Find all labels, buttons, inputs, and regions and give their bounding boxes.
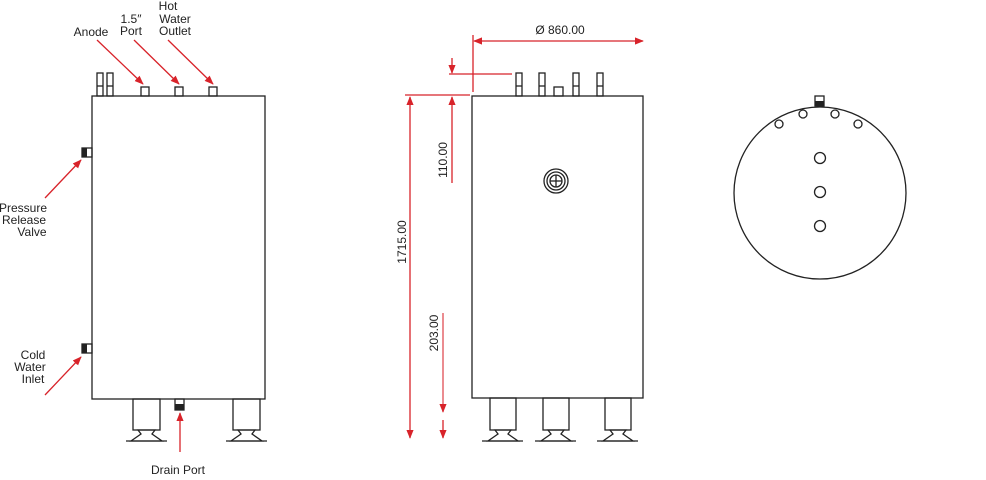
top-offset-value: 110.00 xyxy=(436,142,450,178)
anode-arrow xyxy=(96,39,144,85)
foot xyxy=(226,398,267,442)
diameter-value: Ø 860.00 xyxy=(535,23,585,37)
tank-outline xyxy=(733,106,907,280)
hot-water-arrow xyxy=(167,39,214,85)
anode-tubes xyxy=(96,72,114,97)
hot-water-label: Hot xyxy=(159,0,178,13)
cold-water-label: Cold xyxy=(21,348,46,362)
height-value: 1715.00 xyxy=(395,220,409,264)
port-1-5 xyxy=(174,86,184,97)
port-arrow xyxy=(133,39,180,85)
cold-water-inlet xyxy=(81,343,93,354)
pressure-label: Valve xyxy=(17,225,46,239)
tank-body xyxy=(471,95,644,399)
top-view xyxy=(733,95,907,280)
drain-label: Drain Port xyxy=(151,463,206,477)
dimension-lines xyxy=(405,35,644,439)
gauge xyxy=(543,168,569,194)
hot-water-outlet xyxy=(208,86,218,97)
port-label: Port xyxy=(120,24,143,38)
tank-body xyxy=(91,95,266,400)
pressure-label: Release xyxy=(2,213,46,227)
cold-water-arrow xyxy=(44,356,82,396)
foot xyxy=(482,397,523,442)
anode-port xyxy=(140,86,150,97)
top-pipes xyxy=(515,72,604,97)
side-view-labeled: Anode 1.5″ Port Hot Water Outlet Pressur… xyxy=(0,0,267,477)
foot-height-value: 203.00 xyxy=(427,314,441,351)
cold-water-label: Inlet xyxy=(22,372,45,386)
drain-port xyxy=(174,398,185,411)
pressure-arrow xyxy=(44,159,82,199)
anode-label: Anode xyxy=(74,25,109,39)
top-valve xyxy=(814,95,825,107)
foot xyxy=(535,397,576,442)
hot-water-label: Water xyxy=(159,12,191,26)
side-view-dimensioned: Ø 860.00 1715.00 110.00 203.00 xyxy=(395,23,644,442)
foot xyxy=(597,397,638,442)
hot-water-label: Outlet xyxy=(159,24,192,38)
pressure-release-valve xyxy=(81,147,93,158)
pressure-label: Pressure xyxy=(0,201,47,215)
port-label: 1.5″ xyxy=(121,12,143,26)
foot xyxy=(126,398,167,442)
cold-water-label: Water xyxy=(14,360,46,374)
